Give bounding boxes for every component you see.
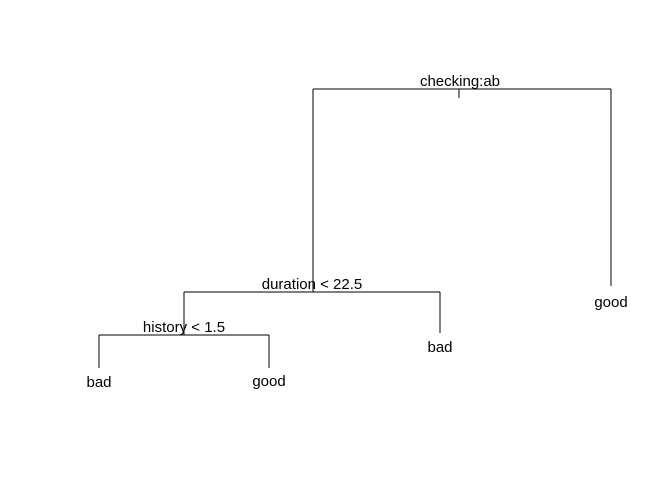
leaf-history-left: bad: [86, 374, 111, 391]
leaf-history-right: good: [252, 373, 285, 390]
duration-split-branch: [183, 291, 441, 335]
history-split-label: history < 1.5: [143, 319, 225, 336]
duration-split-label: duration < 22.5: [262, 276, 363, 293]
root-split-branch: [312, 88, 612, 292]
root-split-label: checking:ab: [420, 73, 500, 90]
leaf-root-right: good: [594, 294, 627, 311]
history-split-branch: [98, 334, 270, 368]
leaf-duration-right: bad: [427, 339, 452, 356]
